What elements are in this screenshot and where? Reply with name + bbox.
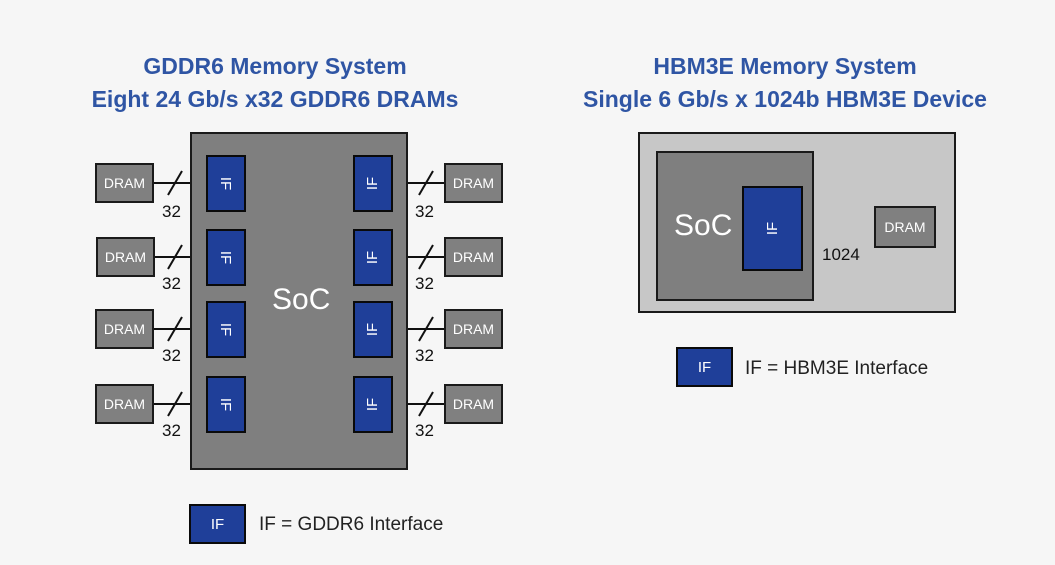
- gddr6-title: GDDR6 Memory System Eight 24 Gb/s x32 GD…: [60, 50, 490, 116]
- if-label: IF: [764, 221, 781, 236]
- gddr6-if-right-2: IF: [353, 229, 393, 286]
- gddr6-slash-right-4: [418, 391, 434, 417]
- gddr6-if-left-2: IF: [206, 229, 246, 286]
- gddr6-soc-label: SoC: [272, 283, 331, 316]
- if-label: IF: [217, 397, 235, 412]
- gddr6-slash-right-2: [418, 244, 434, 270]
- gddr6-slash-left-2: [167, 244, 183, 270]
- hbm3e-if: IF: [742, 186, 803, 271]
- if-label: IF: [364, 397, 382, 412]
- gddr6-width-right-3: 32: [415, 346, 434, 365]
- gddr6-if-right-1: IF: [353, 155, 393, 212]
- gddr6-width-left-3: 32: [162, 346, 181, 365]
- gddr6-width-left-4: 32: [162, 421, 181, 440]
- gddr6-width-left-1: 32: [162, 202, 181, 221]
- gddr6-dram-right-3: DRAM: [444, 309, 503, 349]
- gddr6-title-line2: Eight 24 Gb/s x32 GDDR6 DRAMs: [91, 86, 459, 112]
- if-label: IF: [217, 322, 235, 337]
- gddr6-width-left-2: 32: [162, 274, 181, 293]
- gddr6-if-left-1: IF: [206, 155, 246, 212]
- gddr6-dram-left-2: DRAM: [96, 237, 155, 277]
- gddr6-slash-left-4: [167, 391, 183, 417]
- gddr6-dram-left-1: DRAM: [95, 163, 154, 203]
- gddr6-if-right-4: IF: [353, 376, 393, 433]
- if-label: IF: [364, 176, 382, 191]
- gddr6-slash-left-3: [167, 316, 183, 342]
- hbm3e-width-label: 1024: [822, 245, 860, 264]
- hbm3e-legend-swatch: IF: [676, 347, 733, 387]
- gddr6-slash-right-1: [418, 170, 434, 196]
- hbm3e-title: HBM3E Memory System Single 6 Gb/s x 1024…: [565, 50, 1005, 116]
- gddr6-if-right-3: IF: [353, 301, 393, 358]
- hbm3e-dram: DRAM: [874, 206, 936, 248]
- legend-if-label: IF: [210, 515, 225, 533]
- gddr6-dram-right-1: DRAM: [444, 163, 503, 203]
- gddr6-width-right-1: 32: [415, 202, 434, 221]
- gddr6-width-right-4: 32: [415, 421, 434, 440]
- gddr6-slash-right-3: [418, 316, 434, 342]
- if-label: IF: [217, 250, 235, 265]
- legend-if-label: IF: [697, 358, 712, 376]
- hbm3e-soc-label: SoC: [674, 209, 733, 242]
- hbm3e-title-line1: HBM3E Memory System: [653, 53, 917, 79]
- gddr6-dram-left-3: DRAM: [95, 309, 154, 349]
- gddr6-title-line1: GDDR6 Memory System: [143, 53, 407, 79]
- gddr6-legend-swatch: IF: [189, 504, 246, 544]
- gddr6-slash-left-1: [167, 170, 183, 196]
- gddr6-width-right-2: 32: [415, 274, 434, 293]
- gddr6-if-left-4: IF: [206, 376, 246, 433]
- gddr6-dram-left-4: DRAM: [95, 384, 154, 424]
- if-label: IF: [364, 322, 382, 337]
- gddr6-legend-text: IF = GDDR6 Interface: [259, 514, 444, 535]
- if-label: IF: [364, 250, 382, 265]
- gddr6-if-left-3: IF: [206, 301, 246, 358]
- hbm3e-title-line2: Single 6 Gb/s x 1024b HBM3E Device: [583, 86, 987, 112]
- if-label: IF: [217, 176, 235, 191]
- gddr6-dram-right-2: DRAM: [444, 237, 503, 277]
- hbm3e-legend-text: IF = HBM3E Interface: [745, 358, 929, 379]
- gddr6-dram-right-4: DRAM: [444, 384, 503, 424]
